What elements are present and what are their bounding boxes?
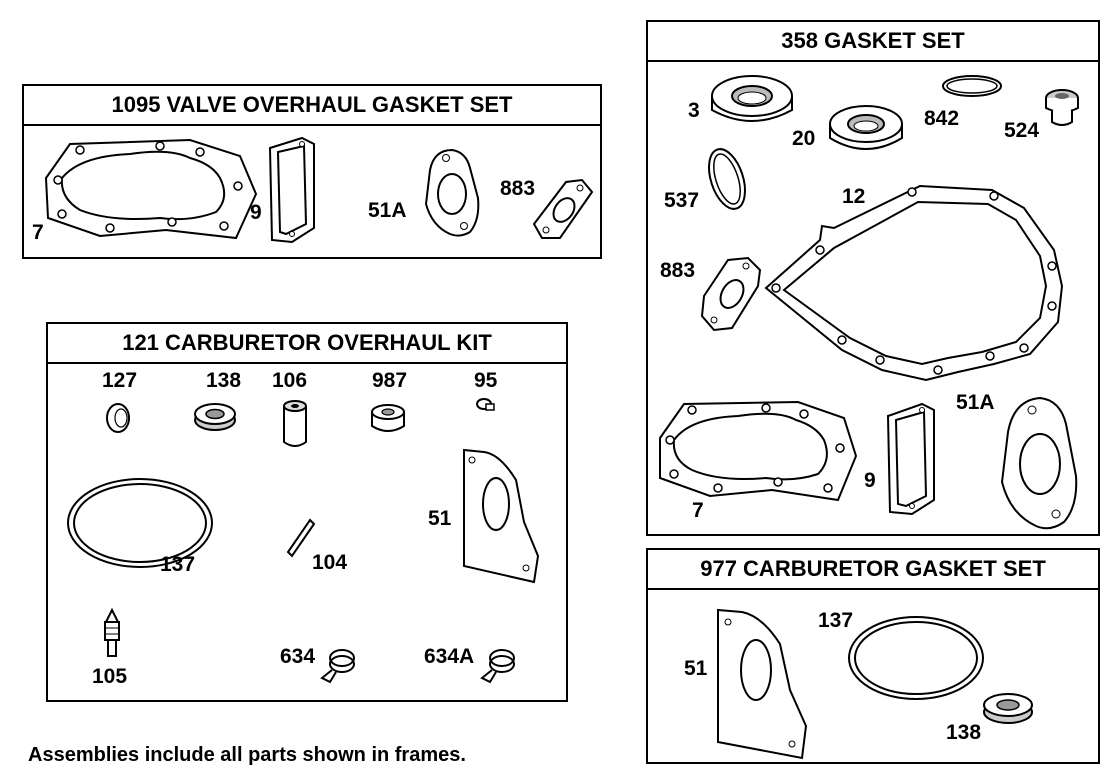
part-label-104: 104 — [312, 551, 348, 574]
carburetor-overhaul-kit-frame: 121 CARBURETOR OVERHAUL KIT 127 138 106 … — [46, 322, 568, 702]
part-label-842: 842 — [924, 107, 960, 130]
seal-ring-icon — [704, 144, 750, 214]
part-label-105: 105 — [92, 665, 128, 688]
flange-gasket-icon — [530, 178, 596, 242]
kit-title: 358 GASKET SET — [648, 22, 1098, 62]
grommet-plug-icon — [1040, 86, 1084, 132]
inlet-needle-icon — [100, 608, 124, 662]
part-label-9: 9 — [864, 469, 876, 492]
part-label-138: 138 — [946, 721, 982, 744]
gasket-set-frame: 358 GASKET SET 3 20 842 524 537 — [646, 20, 1100, 536]
part-label-12: 12 — [842, 185, 866, 208]
kit-title: 1095 VALVE OVERHAUL GASKET SET — [24, 86, 600, 126]
bowl-o-ring-icon — [844, 612, 988, 704]
part-label-137: 137 — [160, 553, 196, 576]
carburetor-gasket-plate-icon — [714, 606, 810, 762]
part-label-883: 883 — [660, 259, 696, 282]
kit-title: 121 CARBURETOR OVERHAUL KIT — [48, 324, 566, 364]
part-label-987: 987 — [372, 369, 408, 392]
part-label-3: 3 — [688, 99, 700, 122]
o-ring-icon — [940, 72, 1004, 100]
part-label-634a: 634A — [424, 645, 475, 668]
flange-gasket-icon — [698, 254, 764, 334]
seal-washer-icon — [980, 688, 1036, 726]
part-label-51a: 51A — [956, 391, 995, 414]
part-label-95: 95 — [474, 369, 498, 392]
rocker-cover-gasket-icon — [884, 402, 938, 518]
kit-title: 977 CARBURETOR GASKET SET — [648, 550, 1098, 590]
valve-overhaul-gasket-set-frame: 1095 VALVE OVERHAUL GASKET SET 7 9 51A 8… — [22, 84, 602, 259]
cylinder-head-gasket-icon — [40, 134, 262, 246]
welch-plug-icon — [102, 400, 134, 436]
carburetor-gasket-set-frame: 977 CARBURETOR GASKET SET 51 137 138 — [646, 548, 1100, 764]
part-label-137: 137 — [818, 609, 854, 632]
crankcase-gasket-icon — [762, 182, 1074, 392]
oil-seal-icon — [706, 70, 798, 132]
spring-clip-icon — [474, 642, 520, 686]
part-label-20: 20 — [792, 127, 816, 150]
part-label-138: 138 — [206, 369, 242, 392]
part-label-9: 9 — [250, 201, 262, 224]
spacer-ring-icon — [368, 402, 408, 438]
assemblies-footnote: Assemblies include all parts shown in fr… — [28, 744, 466, 766]
intake-gasket-icon — [420, 146, 482, 240]
bowl-o-ring-icon — [62, 474, 218, 572]
part-label-883: 883 — [500, 177, 536, 200]
part-label-524: 524 — [1004, 119, 1040, 142]
part-label-7: 7 — [32, 221, 44, 244]
part-label-51a: 51A — [368, 199, 407, 222]
part-label-51: 51 — [428, 507, 452, 530]
part-label-127: 127 — [102, 369, 138, 392]
intake-gasket-icon — [994, 394, 1080, 534]
oil-seal-icon — [824, 100, 908, 162]
screw-icon — [474, 396, 498, 416]
part-label-51: 51 — [684, 657, 708, 680]
part-label-634: 634 — [280, 645, 316, 668]
spring-clip-icon — [314, 642, 360, 686]
float-pin-icon — [284, 516, 318, 560]
carburetor-gasket-plate-icon — [460, 446, 540, 588]
rocker-cover-gasket-icon — [266, 136, 318, 246]
float-bushing-icon — [278, 398, 312, 452]
part-label-106: 106 — [272, 369, 308, 392]
part-label-537: 537 — [664, 189, 700, 212]
cylinder-head-gasket-icon — [654, 398, 860, 508]
seal-washer-icon — [192, 400, 238, 432]
part-label-7: 7 — [692, 499, 704, 522]
